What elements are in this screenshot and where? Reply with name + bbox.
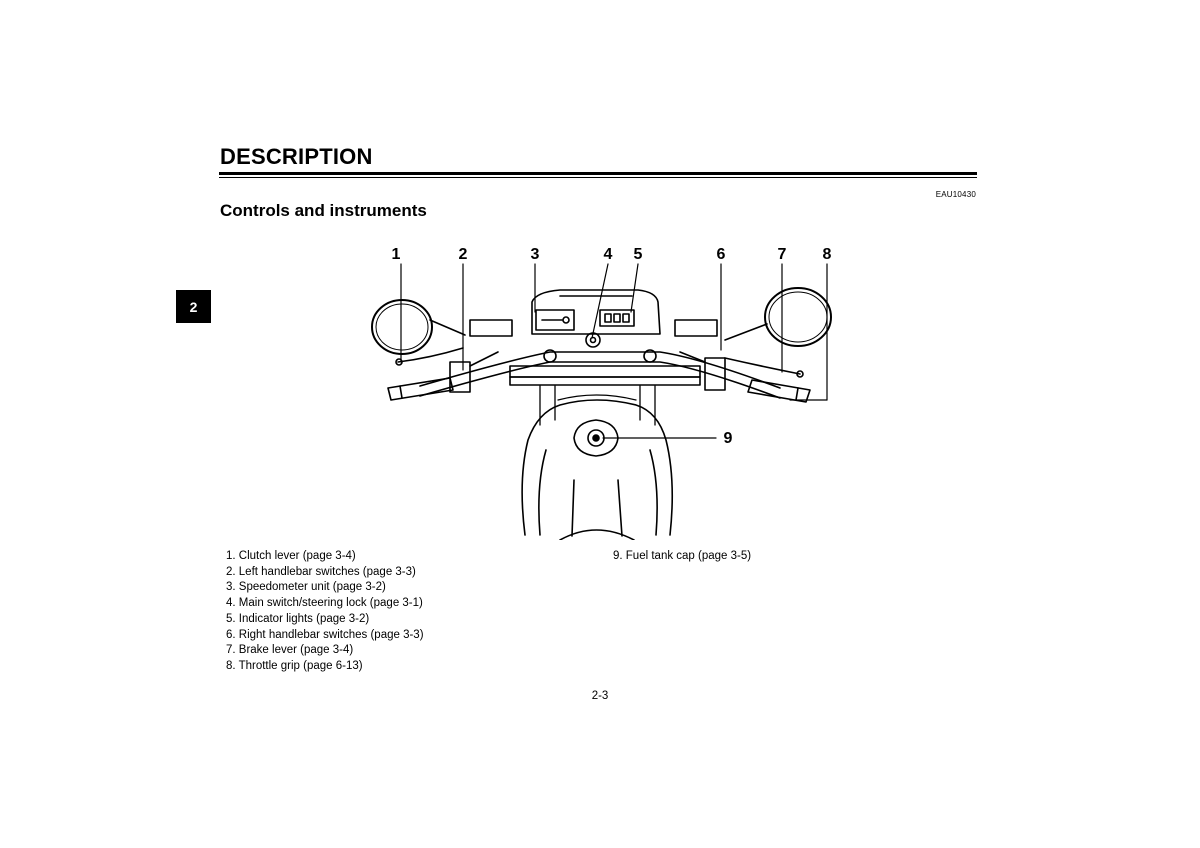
legend-item: 2. Left handlebar switches (page 3-3)	[226, 565, 416, 578]
callout-9: 9	[724, 430, 733, 447]
legend-item: 8. Throttle grip (page 6-13)	[226, 659, 363, 672]
legend-item: 7. Brake lever (page 3-4)	[226, 644, 354, 657]
callout-4: 4	[604, 246, 613, 263]
left-housing	[469, 319, 513, 337]
section-title: DESCRIPTION	[220, 144, 373, 169]
right-mirror	[724, 287, 832, 347]
legend-list-right: 9. Fuel tank cap (page 3-5)	[613, 549, 751, 565]
callout-5: 5	[634, 246, 643, 263]
left-mirror	[371, 299, 466, 355]
handlebar	[419, 351, 781, 399]
left-grip	[387, 347, 499, 401]
header-rule-thin	[219, 177, 977, 178]
chapter-tab: 2	[176, 290, 211, 323]
leader-lines	[400, 263, 828, 439]
callout-3: 3	[531, 246, 540, 263]
header-rule-thick	[219, 172, 977, 175]
right-grip	[679, 351, 811, 403]
right-housing	[674, 319, 718, 337]
handlebar-diagram: 1 2 3 4 5 6 7 8 9	[371, 246, 832, 540]
legend-item: 6. Right handlebar switches (page 3-3)	[226, 628, 424, 641]
callout-7: 7	[778, 246, 787, 263]
subsection-title: Controls and instruments	[220, 201, 427, 220]
legend-list-left: 1. Clutch lever (page 3-4) 2. Left handl…	[226, 549, 424, 675]
legend-item: 9. Fuel tank cap (page 3-5)	[613, 550, 752, 562]
page-number: 2-3	[591, 690, 609, 702]
legend-item: 5. Indicator lights (page 3-2)	[226, 612, 370, 625]
fuel-tank	[521, 399, 674, 540]
doc-code: EAU10430	[935, 190, 976, 199]
legend-item: 3. Speedometer unit (page 3-2)	[226, 581, 386, 594]
callout-6: 6	[717, 246, 726, 263]
callout-2: 2	[459, 246, 468, 263]
legend-item: 4. Main switch/steering lock (page 3-1)	[226, 597, 423, 610]
legend-item: 1. Clutch lever (page 3-4)	[226, 550, 356, 562]
instrument-cluster	[531, 289, 661, 363]
callout-8: 8	[823, 246, 832, 263]
callout-1: 1	[392, 246, 401, 263]
fuel-cap-drawing	[573, 419, 619, 457]
